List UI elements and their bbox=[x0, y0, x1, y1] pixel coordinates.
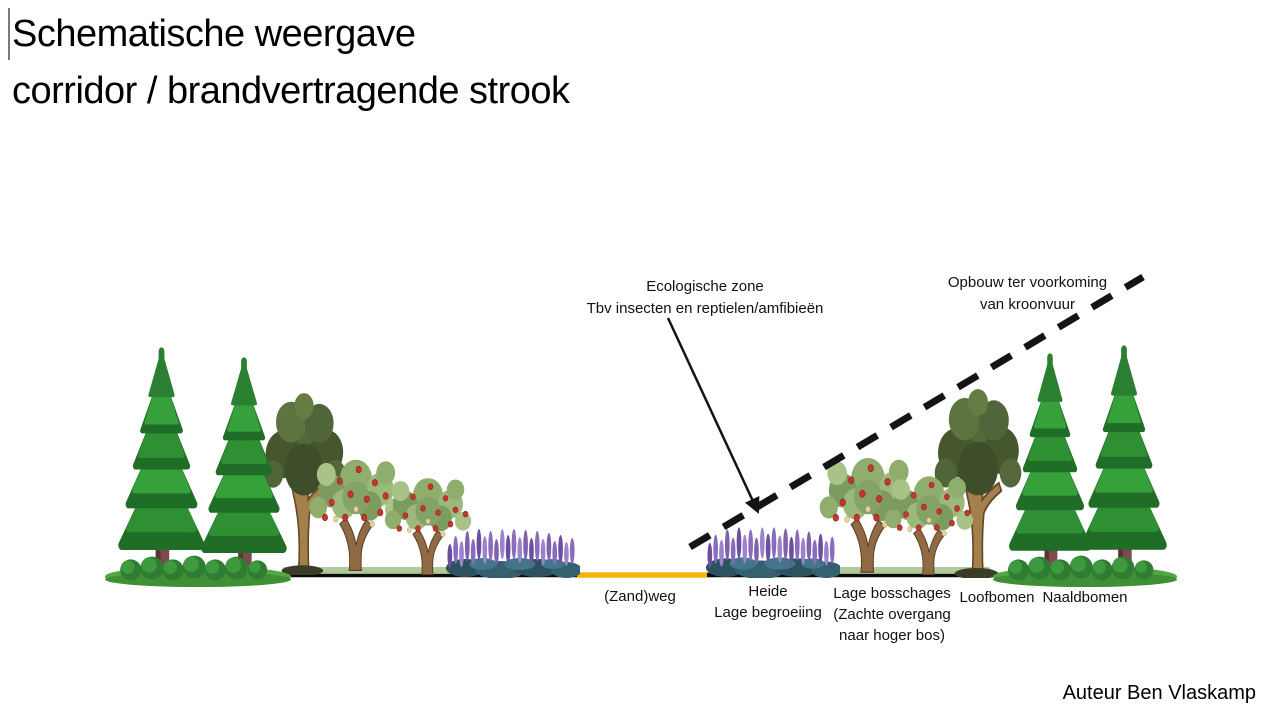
grass-mound bbox=[992, 555, 1178, 588]
text-cursor bbox=[8, 8, 10, 60]
label-heide: Heide Lage begroeiing bbox=[693, 581, 843, 623]
label-naaldbomen: Naaldbomen bbox=[1042, 589, 1128, 606]
annotation-crown-fire: Opbouw ter voorkoming van kroonvuur bbox=[900, 272, 1155, 316]
conifer-tree bbox=[122, 347, 202, 575]
label-lage-bosschages: Lage bosschages (Zachte overgang naar ho… bbox=[807, 583, 977, 646]
author-credit: Auteur Ben Vlaskamp bbox=[1062, 682, 1256, 704]
dashed-buildup-line bbox=[688, 273, 1145, 551]
apple-tree bbox=[884, 475, 974, 576]
deciduous-tree bbox=[933, 388, 1023, 578]
label-line: Lage begroeiing bbox=[714, 604, 822, 621]
grass-mound bbox=[104, 555, 292, 588]
annotation-line: Ecologische zone bbox=[646, 278, 764, 295]
page-title-line2: corridor / brandvertragende strook bbox=[12, 70, 570, 112]
heather-shrub bbox=[705, 527, 840, 578]
label-line: naar hoger bos) bbox=[839, 627, 945, 644]
annotation-ecological-zone: Ecologische zone Tbv insecten en reptiel… bbox=[540, 276, 870, 320]
label-line: (Zachte overgang bbox=[833, 606, 951, 623]
label-loofbomen: Loofbomen bbox=[959, 589, 1035, 606]
page-title-line1: Schematische weergave bbox=[12, 13, 416, 55]
label-line: Lage bosschages bbox=[833, 585, 951, 602]
heather-shrub bbox=[445, 529, 580, 578]
pointer-arrow bbox=[666, 317, 760, 514]
annotation-line: Opbouw ter voorkoming bbox=[947, 274, 1108, 291]
conifer-tree bbox=[1012, 353, 1087, 575]
annotation-line: van kroonvuur bbox=[979, 296, 1076, 313]
page-title: Schematische weergave corridor / brandve… bbox=[12, 6, 570, 120]
annotation-line: Tbv insecten en reptielen/amfibieën bbox=[586, 300, 824, 317]
label-line: Heide bbox=[748, 583, 788, 600]
conifer-tree bbox=[1085, 345, 1164, 575]
label-zandweg: (Zand)weg bbox=[604, 588, 676, 605]
